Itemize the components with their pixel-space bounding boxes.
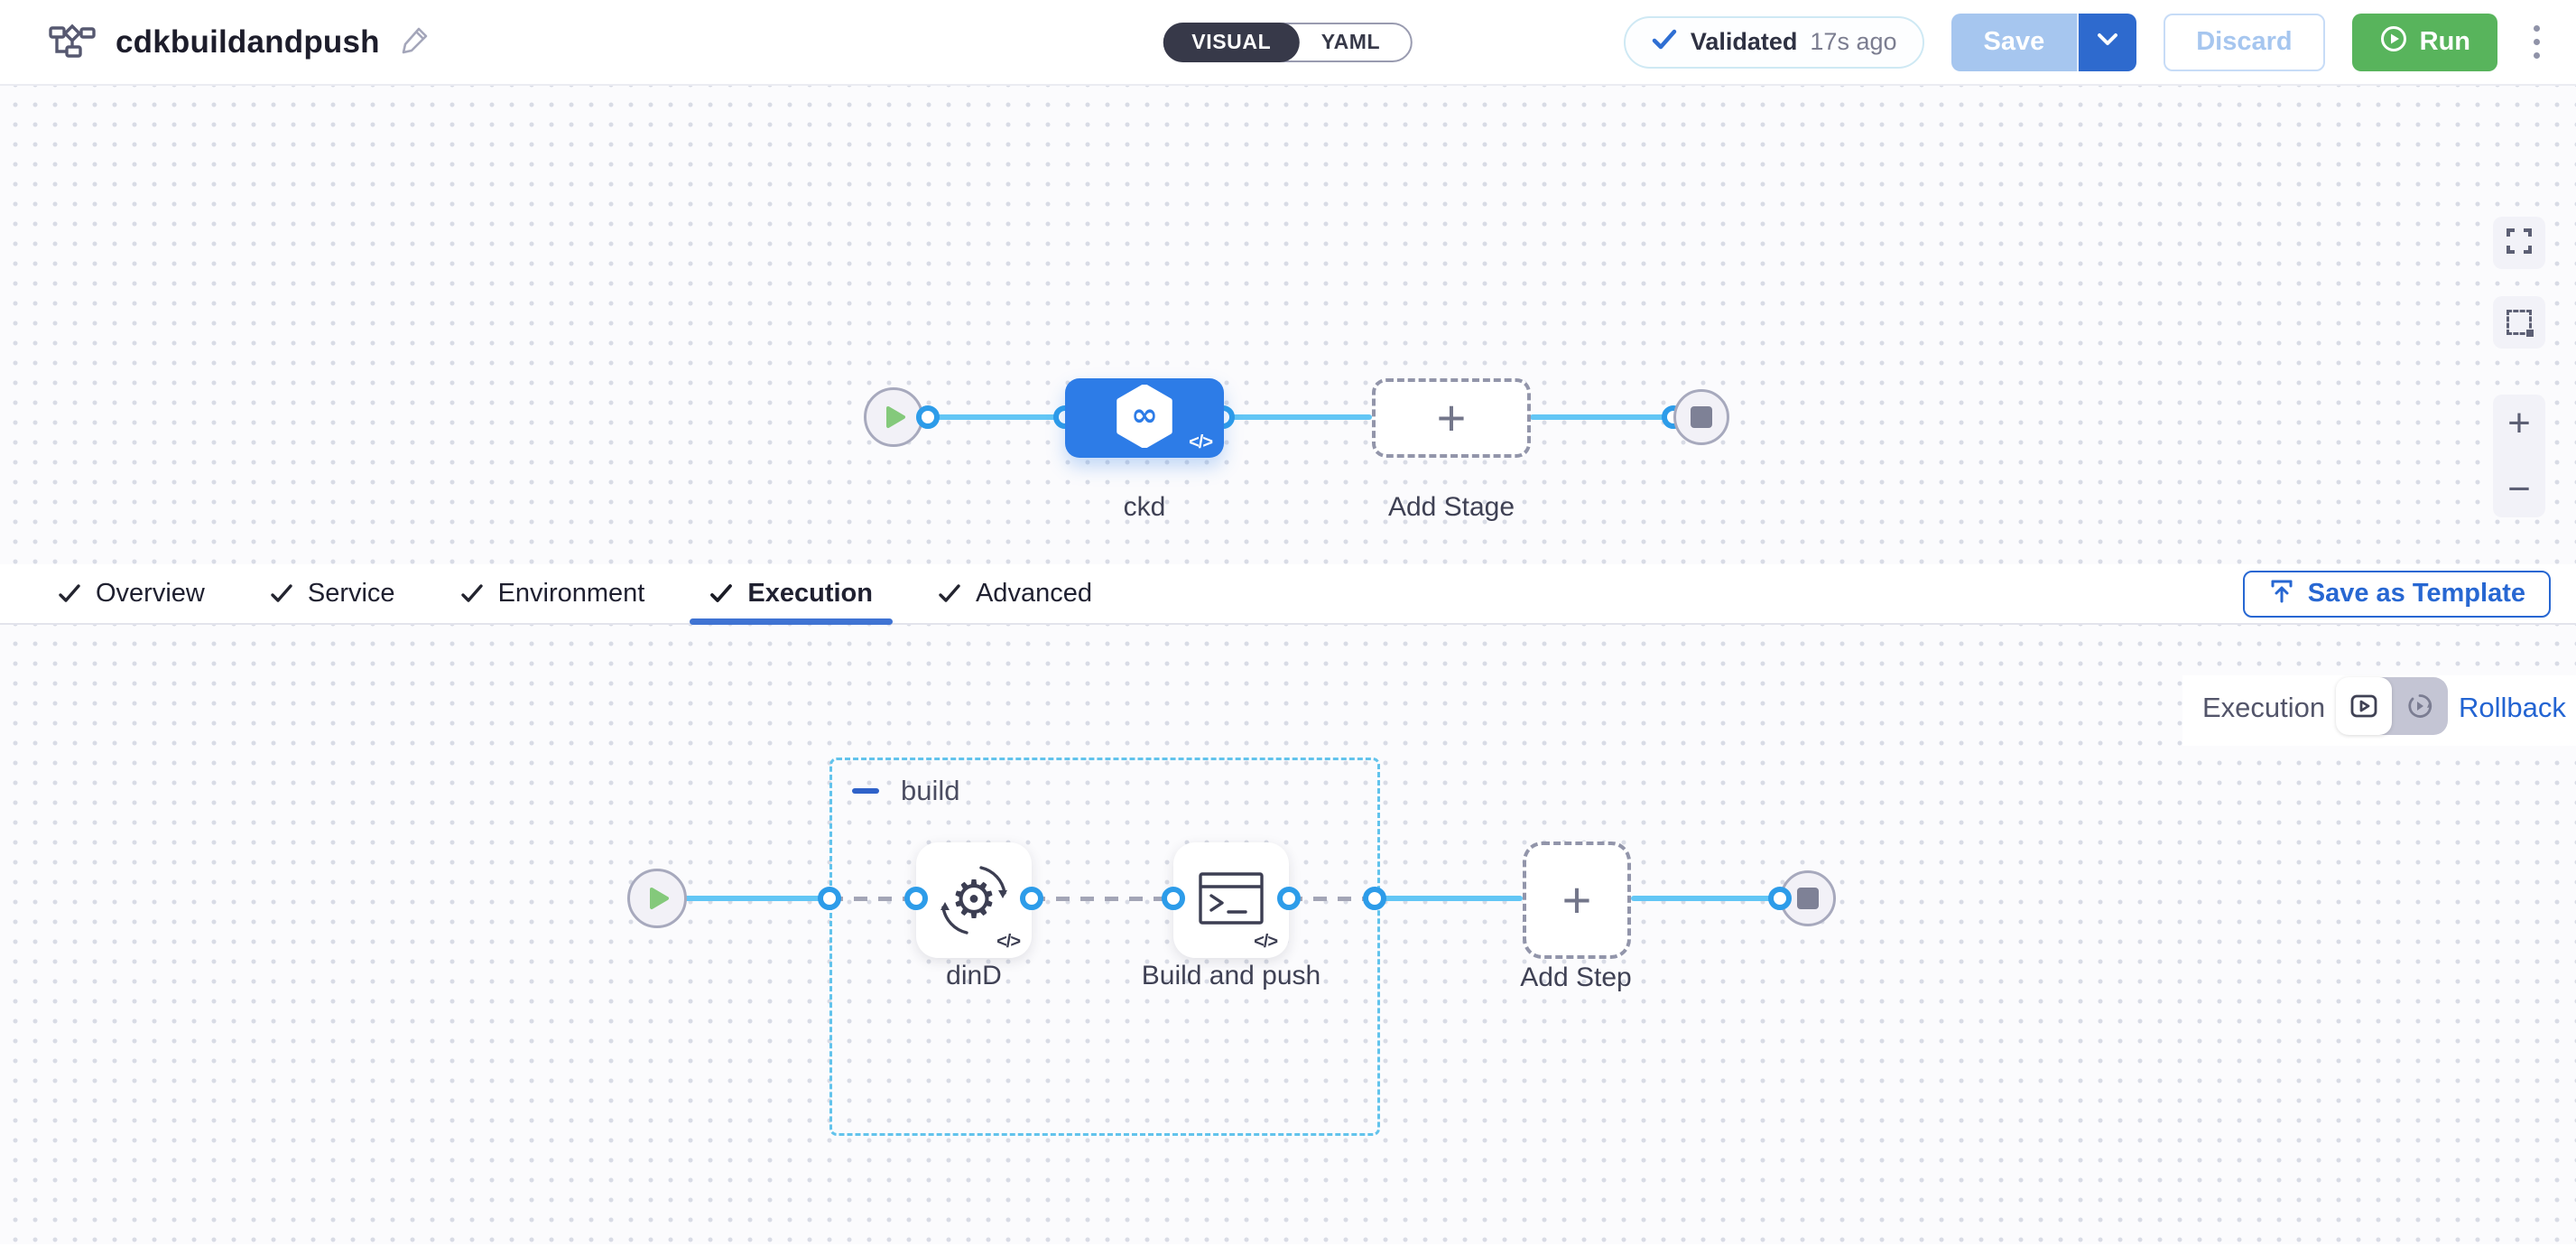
- zoom-panel: + −: [2493, 395, 2545, 517]
- pipeline-icon: [49, 21, 96, 63]
- stage-canvas[interactable]: ∞ </> ckd + Add Stage + −: [0, 86, 2576, 564]
- stop-square-icon: [1797, 888, 1819, 909]
- connector-port[interactable]: [904, 887, 928, 910]
- tab-label: Advanced: [975, 579, 1092, 608]
- execution-view-button[interactable]: [2336, 677, 2392, 735]
- toggle-visual[interactable]: VISUAL: [1163, 22, 1301, 62]
- connector-line: [1223, 414, 1372, 420]
- pipeline-start-node: [864, 387, 923, 447]
- upload-icon: [2268, 577, 2295, 611]
- tab-execution[interactable]: Execution: [677, 564, 905, 625]
- tab-check-icon: [939, 583, 960, 602]
- tab-service[interactable]: Service: [237, 564, 428, 623]
- tab-label: Service: [307, 579, 395, 608]
- page-title: cdkbuildandpush: [116, 23, 380, 60]
- rollback-circular-play-icon: [2408, 694, 2432, 718]
- connector-line: [1530, 414, 1701, 420]
- tab-overview[interactable]: Overview: [25, 564, 237, 623]
- step-group-build: build: [829, 758, 1380, 1136]
- marquee-select-icon: [2507, 310, 2534, 337]
- code-icon: </>: [1254, 932, 1278, 952]
- tab-environment[interactable]: Environment: [428, 564, 678, 623]
- add-stage-button[interactable]: +: [1372, 378, 1531, 458]
- step-name-label: Build and push: [1141, 961, 1321, 990]
- stage-node-ckd[interactable]: ∞ </>: [1065, 378, 1224, 458]
- connector-line: [1375, 896, 1523, 901]
- tab-check-icon: [59, 583, 80, 602]
- validated-time: 17s ago: [1810, 28, 1897, 55]
- save-options-button[interactable]: [2077, 13, 2137, 71]
- tab-label: Overview: [96, 579, 205, 608]
- connector-port[interactable]: [1363, 887, 1386, 910]
- connector-port[interactable]: [1768, 887, 1792, 910]
- connector-port[interactable]: [916, 405, 940, 429]
- code-icon: </>: [1189, 432, 1213, 452]
- step-node-dind[interactable]: ⚙ </>: [916, 842, 1032, 958]
- validated-check-icon: [1651, 27, 1678, 57]
- toggle-yaml[interactable]: YAML: [1320, 30, 1381, 53]
- add-step-button[interactable]: +: [1523, 842, 1631, 959]
- save-as-template-label: Save as Template: [2307, 579, 2525, 608]
- tab-advanced[interactable]: Advanced: [905, 564, 1125, 623]
- plus-icon: +: [1561, 871, 1592, 928]
- execution-canvas[interactable]: Execution Rollback build: [0, 625, 2576, 1244]
- execution-start-node: [627, 869, 687, 928]
- connector-line: [1631, 896, 1810, 901]
- tab-check-icon: [271, 583, 292, 602]
- gear-sync-icon: ⚙: [936, 862, 1012, 938]
- connector-line: [657, 896, 829, 901]
- save-as-template-button[interactable]: Save as Template: [2242, 570, 2551, 618]
- step-node-build-and-push[interactable]: </>: [1173, 842, 1289, 958]
- validation-status-pill[interactable]: Validated 17s ago: [1623, 15, 1924, 69]
- run-button[interactable]: Run: [2351, 13, 2497, 71]
- tab-label: Environment: [497, 579, 645, 608]
- more-options-kebab-icon[interactable]: [2525, 20, 2549, 64]
- terminal-icon: [1197, 869, 1265, 933]
- save-split-button: Save: [1951, 13, 2137, 71]
- execution-rollback-toggle[interactable]: [2336, 677, 2448, 735]
- tab-label: Execution: [747, 579, 873, 608]
- zoom-out-button[interactable]: −: [2507, 466, 2531, 511]
- connector-port[interactable]: [1277, 887, 1301, 910]
- stage-config-tabbar: Overview Service Environment Execution A…: [0, 564, 2576, 625]
- stop-square-icon: [1691, 406, 1712, 428]
- tab-check-icon: [460, 583, 483, 602]
- stage-name-label: ckd: [1123, 492, 1166, 522]
- visual-yaml-toggle[interactable]: VISUAL YAML: [1163, 22, 1413, 62]
- fullscreen-button[interactable]: [2493, 217, 2545, 269]
- code-icon: </>: [996, 932, 1021, 952]
- validated-label: Validated: [1690, 28, 1798, 55]
- connector-port[interactable]: [1020, 887, 1043, 910]
- connector-line-dashed: [829, 897, 916, 901]
- edit-title-icon[interactable]: [400, 24, 431, 60]
- chevron-down-icon: [2096, 32, 2119, 52]
- tab-check-icon: [710, 583, 733, 602]
- rollback-link[interactable]: Rollback: [2459, 692, 2566, 723]
- svg-text:∞: ∞: [1131, 395, 1158, 433]
- rollback-view-button[interactable]: [2392, 677, 2448, 735]
- connector-line-dashed: [1289, 897, 1375, 901]
- marquee-select-button[interactable]: [2493, 296, 2545, 349]
- pipeline-header: cdkbuildandpush VISUAL YAML Validated 17…: [0, 0, 2576, 86]
- run-play-icon: [2379, 24, 2408, 60]
- execution-view-label: Execution: [2202, 692, 2326, 723]
- add-stage-label: Add Stage: [1387, 492, 1515, 522]
- connector-port[interactable]: [1162, 887, 1185, 910]
- step-name-label: dinD: [946, 961, 1002, 990]
- pipeline-end-node: [1673, 389, 1729, 445]
- ci-stage-hexagon-icon: ∞: [1116, 383, 1173, 452]
- fullscreen-icon: [2505, 227, 2534, 260]
- save-button[interactable]: Save: [1951, 13, 2078, 71]
- zoom-in-button[interactable]: +: [2507, 401, 2531, 445]
- connector-line: [894, 414, 1065, 420]
- discard-button[interactable]: Discard: [2164, 13, 2325, 71]
- add-step-label: Add Step: [1520, 962, 1632, 992]
- execution-play-box-icon: [2350, 694, 2377, 718]
- connector-line-dashed: [1032, 897, 1173, 901]
- group-name-label: build: [901, 775, 960, 806]
- connector-port[interactable]: [818, 887, 841, 910]
- plus-icon: +: [1436, 389, 1467, 446]
- run-label: Run: [2419, 27, 2470, 56]
- collapse-group-icon[interactable]: [852, 788, 879, 794]
